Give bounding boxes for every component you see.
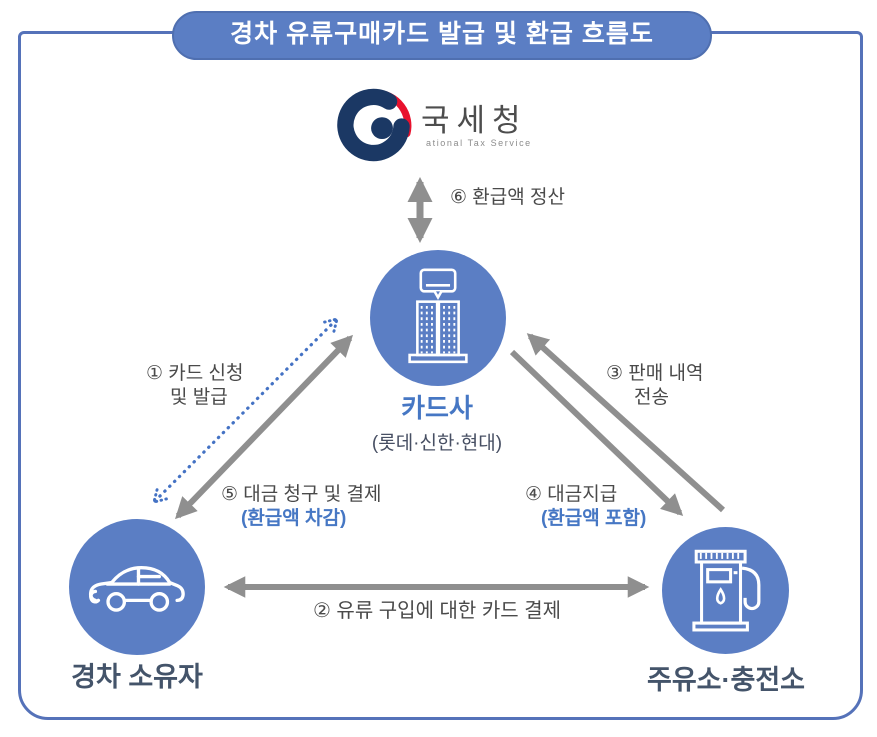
- tax-service-name: 국세청: [421, 103, 528, 138]
- flow-label-4-line2: (환급액 포함): [541, 508, 647, 529]
- flow-label-4: ④ 대금지급 (환급액 포함): [525, 483, 646, 531]
- flow-label-4-line1: ④ 대금지급: [525, 484, 618, 505]
- fuel-pump-icon: [691, 549, 760, 631]
- flow-label-1: ① 카드 신청 및 발급: [146, 362, 244, 410]
- node-car-owner: [69, 519, 205, 655]
- card-company-sublabel: (롯데·신한·현대): [371, 433, 503, 454]
- gas-station-label: 주유소·충전소: [646, 665, 806, 695]
- diagram-title: 경차 유류구매카드 발급 및 환급 흐름도: [172, 11, 712, 60]
- flow-label-3: ③ 판매 내역 전송: [606, 362, 704, 410]
- flow-label-5-line2: (환급액 차감): [241, 508, 347, 529]
- building-icon: [408, 268, 468, 364]
- flow-label-3-line2: 전송: [634, 387, 669, 408]
- flow-label-2: ② 유류 구입에 대한 카드 결제: [312, 600, 562, 622]
- tax-service-subtitle: ational Tax Service: [426, 138, 532, 148]
- flow-label-1-line2: 및 발급: [170, 387, 228, 408]
- korea-gov-emblem-icon: [337, 88, 412, 162]
- flow-label-5: ⑤ 대금 청구 및 결제 (환급액 차감): [221, 483, 382, 531]
- node-card-company: [370, 250, 506, 386]
- car-owner-label: 경차 소유자: [71, 662, 203, 692]
- flow-label-1-line1: ① 카드 신청: [146, 363, 244, 384]
- flow-label-5-line1: ⑤ 대금 청구 및 결제: [221, 484, 382, 505]
- flow-label-6: ⑥ 환급액 정산: [450, 187, 565, 208]
- car-icon: [88, 566, 185, 612]
- card-company-label: 카드사: [401, 393, 473, 423]
- node-gas-station: [662, 527, 789, 654]
- flow-label-3-line1: ③ 판매 내역: [606, 363, 704, 384]
- card-company-labels: 카드사 (롯데·신한·현대): [337, 388, 537, 455]
